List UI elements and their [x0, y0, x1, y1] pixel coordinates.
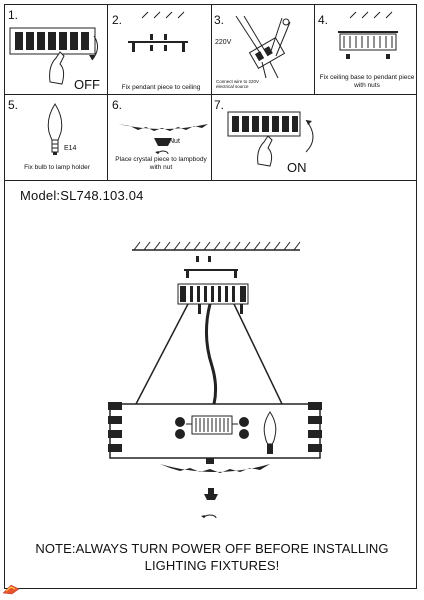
safety-note-line-1: NOTE:ALWAYS TURN POWER OFF BEFORE INSTAL… [35, 541, 389, 556]
instruction-sheet [4, 4, 417, 589]
safety-note-line-2: LIGHTING FIXTURES! [144, 558, 280, 573]
step-5-caption: Fix bulb to lamp holder [24, 164, 90, 171]
grid-line-col1 [107, 4, 108, 180]
chandelier-diagram [108, 241, 322, 519]
step-4-number: 4. [318, 13, 329, 27]
step-6-number: 6. [112, 98, 123, 112]
step-3-voltage: 220V [215, 39, 232, 46]
step-2-caption: Fix pendant piece to ceiling [121, 84, 201, 91]
crystal-piece-icon [118, 124, 208, 155]
breaker-panel-icon [9, 27, 98, 85]
step-7-on-label: ON [287, 160, 307, 175]
ceiling-mount-icon [128, 11, 188, 52]
bulb-icon [47, 103, 63, 155]
grid-line-col3 [314, 4, 315, 94]
brand-stamp-icon [2, 584, 20, 595]
step-3-number: 3. [214, 13, 225, 27]
grid-line-row2 [4, 180, 417, 181]
grid-line-row1 [4, 94, 417, 95]
step-1-off-label: OFF [74, 77, 100, 92]
ceiling-base-icon [338, 11, 398, 59]
step-4-caption: Fix ceiling base to pendant piece with n… [319, 74, 415, 89]
step-5-number: 5. [8, 98, 19, 112]
step-6-caption: Place crystal piece to lampbody with nut [115, 156, 207, 171]
step-7-number: 7. [214, 98, 225, 112]
step-3-caption: Connect wire to 220V electrical source [216, 79, 260, 89]
step-6-nut-label: Nut [169, 138, 180, 145]
model-number: Model:SL748.103.04 [20, 188, 144, 203]
breaker-panel-on-icon [227, 111, 314, 167]
step-1-number: 1. [8, 8, 19, 22]
step-5-bulb-type: E14 [64, 145, 77, 152]
step-2-number: 2. [112, 13, 123, 27]
grid-line-col2 [211, 4, 212, 180]
wiring-icon [235, 15, 291, 79]
